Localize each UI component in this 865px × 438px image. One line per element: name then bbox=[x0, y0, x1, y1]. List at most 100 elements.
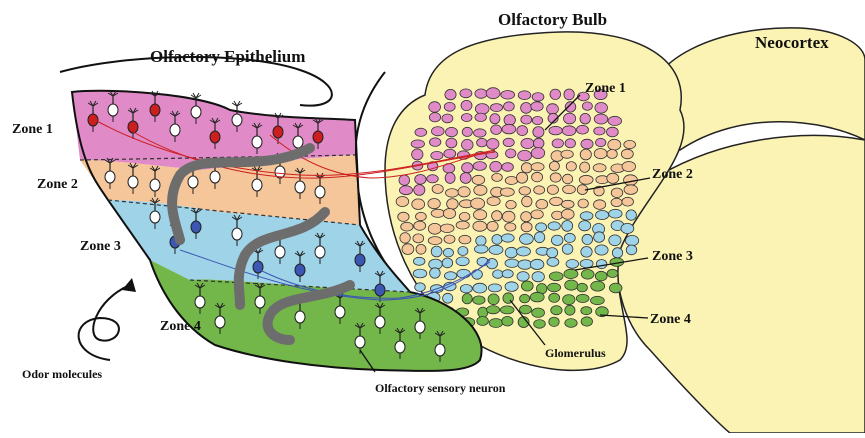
glomerulus bbox=[444, 102, 455, 111]
glomerulus bbox=[594, 114, 608, 124]
glomerulus bbox=[415, 175, 426, 185]
glomerulus bbox=[549, 161, 559, 170]
glomerulus bbox=[487, 139, 499, 150]
glomerulus bbox=[429, 102, 441, 113]
glomerulus bbox=[506, 200, 516, 209]
glomerulus bbox=[477, 317, 489, 326]
glomerulus bbox=[530, 259, 544, 269]
epithelium-zone-4-label: Zone 4 bbox=[160, 319, 201, 334]
glomerulus bbox=[609, 283, 622, 293]
glomerulus bbox=[489, 319, 503, 328]
glomerulus bbox=[517, 126, 528, 136]
glomerulus bbox=[521, 138, 534, 148]
glomerulus bbox=[518, 260, 532, 269]
glomerulus bbox=[596, 138, 606, 146]
glomerulus bbox=[431, 246, 442, 257]
glomerulus bbox=[476, 236, 486, 246]
glomerulus bbox=[596, 210, 609, 219]
glomerulus bbox=[487, 197, 500, 206]
glomerulus bbox=[536, 223, 547, 232]
glomerulus bbox=[563, 174, 573, 184]
glomerulus bbox=[488, 294, 499, 305]
glomerulus bbox=[552, 211, 563, 219]
glomerulus bbox=[402, 244, 414, 255]
glomerulus bbox=[414, 185, 425, 196]
glomerulus bbox=[500, 306, 514, 314]
glomerulus bbox=[487, 306, 500, 314]
glomerulus bbox=[503, 138, 514, 146]
glomerulus bbox=[621, 149, 633, 159]
glomerulus bbox=[459, 212, 470, 221]
glomerulus bbox=[462, 139, 474, 150]
epithelium-zone-2-label: Zone 2 bbox=[37, 177, 78, 192]
glomerulus bbox=[594, 149, 607, 159]
glomerulus bbox=[502, 124, 516, 134]
glomerulus bbox=[493, 270, 503, 278]
glomerulus bbox=[562, 209, 575, 219]
glomerulus bbox=[461, 100, 472, 110]
glomerulus bbox=[486, 88, 500, 99]
glomerulus bbox=[534, 232, 544, 243]
glomerulus bbox=[534, 186, 545, 194]
glomerulus bbox=[624, 140, 636, 148]
glomerulus bbox=[491, 125, 502, 135]
glomerulus bbox=[580, 162, 590, 172]
glomerulus bbox=[551, 306, 562, 315]
glomerulus bbox=[547, 104, 559, 115]
glomerulus bbox=[611, 188, 623, 198]
glomerulus bbox=[430, 138, 441, 147]
glomerulus bbox=[431, 151, 443, 159]
glomerulus bbox=[594, 232, 605, 243]
glomerulus bbox=[487, 221, 498, 231]
glomerulus bbox=[565, 280, 578, 290]
glomerulus bbox=[522, 196, 532, 207]
glomerulus bbox=[562, 126, 576, 136]
glomerulus bbox=[458, 247, 468, 256]
glomerulus bbox=[607, 150, 617, 159]
glomerulus bbox=[550, 197, 563, 205]
glomerulus bbox=[415, 283, 426, 292]
glomerulus bbox=[501, 234, 514, 242]
glomerulus bbox=[415, 128, 427, 136]
glomerulus bbox=[490, 104, 502, 112]
glomerulus bbox=[502, 270, 513, 278]
glomerulus bbox=[520, 305, 532, 314]
glomerulus bbox=[577, 283, 587, 292]
glomerulus bbox=[460, 285, 472, 293]
glomerulus bbox=[462, 127, 472, 136]
glomerulus bbox=[591, 281, 605, 291]
glomerulus bbox=[442, 114, 453, 123]
glomerulus bbox=[444, 235, 455, 243]
glomerulus bbox=[562, 200, 575, 208]
glomerulus bbox=[501, 91, 515, 100]
glomerulus bbox=[594, 200, 606, 210]
glomerulus bbox=[400, 233, 410, 244]
glomerulus bbox=[443, 209, 455, 219]
glomerulus bbox=[565, 305, 575, 315]
glomerulus bbox=[412, 199, 425, 210]
glomerulus bbox=[532, 93, 544, 102]
glomerulus bbox=[552, 139, 563, 148]
glomerulus bbox=[576, 294, 589, 302]
glomerulus bbox=[566, 162, 576, 171]
glomerulus bbox=[432, 185, 443, 194]
glomerulus bbox=[564, 233, 575, 242]
glomerulus bbox=[520, 294, 530, 303]
glomerulus bbox=[517, 172, 528, 183]
label-olfactory-sensory-neuron: Olfactory sensory neuron bbox=[375, 381, 506, 395]
glomerulus bbox=[521, 103, 532, 114]
glomerulus bbox=[519, 187, 531, 195]
glomerulus bbox=[581, 307, 592, 315]
glomerulus bbox=[427, 175, 439, 183]
glomerulus bbox=[581, 317, 592, 326]
glomerulus bbox=[621, 223, 634, 233]
glomerulus bbox=[594, 127, 605, 135]
glomerulus bbox=[578, 199, 588, 208]
glomerulus bbox=[521, 212, 532, 222]
glomerulus bbox=[413, 234, 424, 243]
glomerulus bbox=[490, 114, 500, 124]
glomerulus bbox=[565, 139, 575, 148]
glomerulus bbox=[475, 113, 487, 121]
glomerulus bbox=[473, 296, 485, 304]
glomerulus bbox=[582, 102, 592, 110]
